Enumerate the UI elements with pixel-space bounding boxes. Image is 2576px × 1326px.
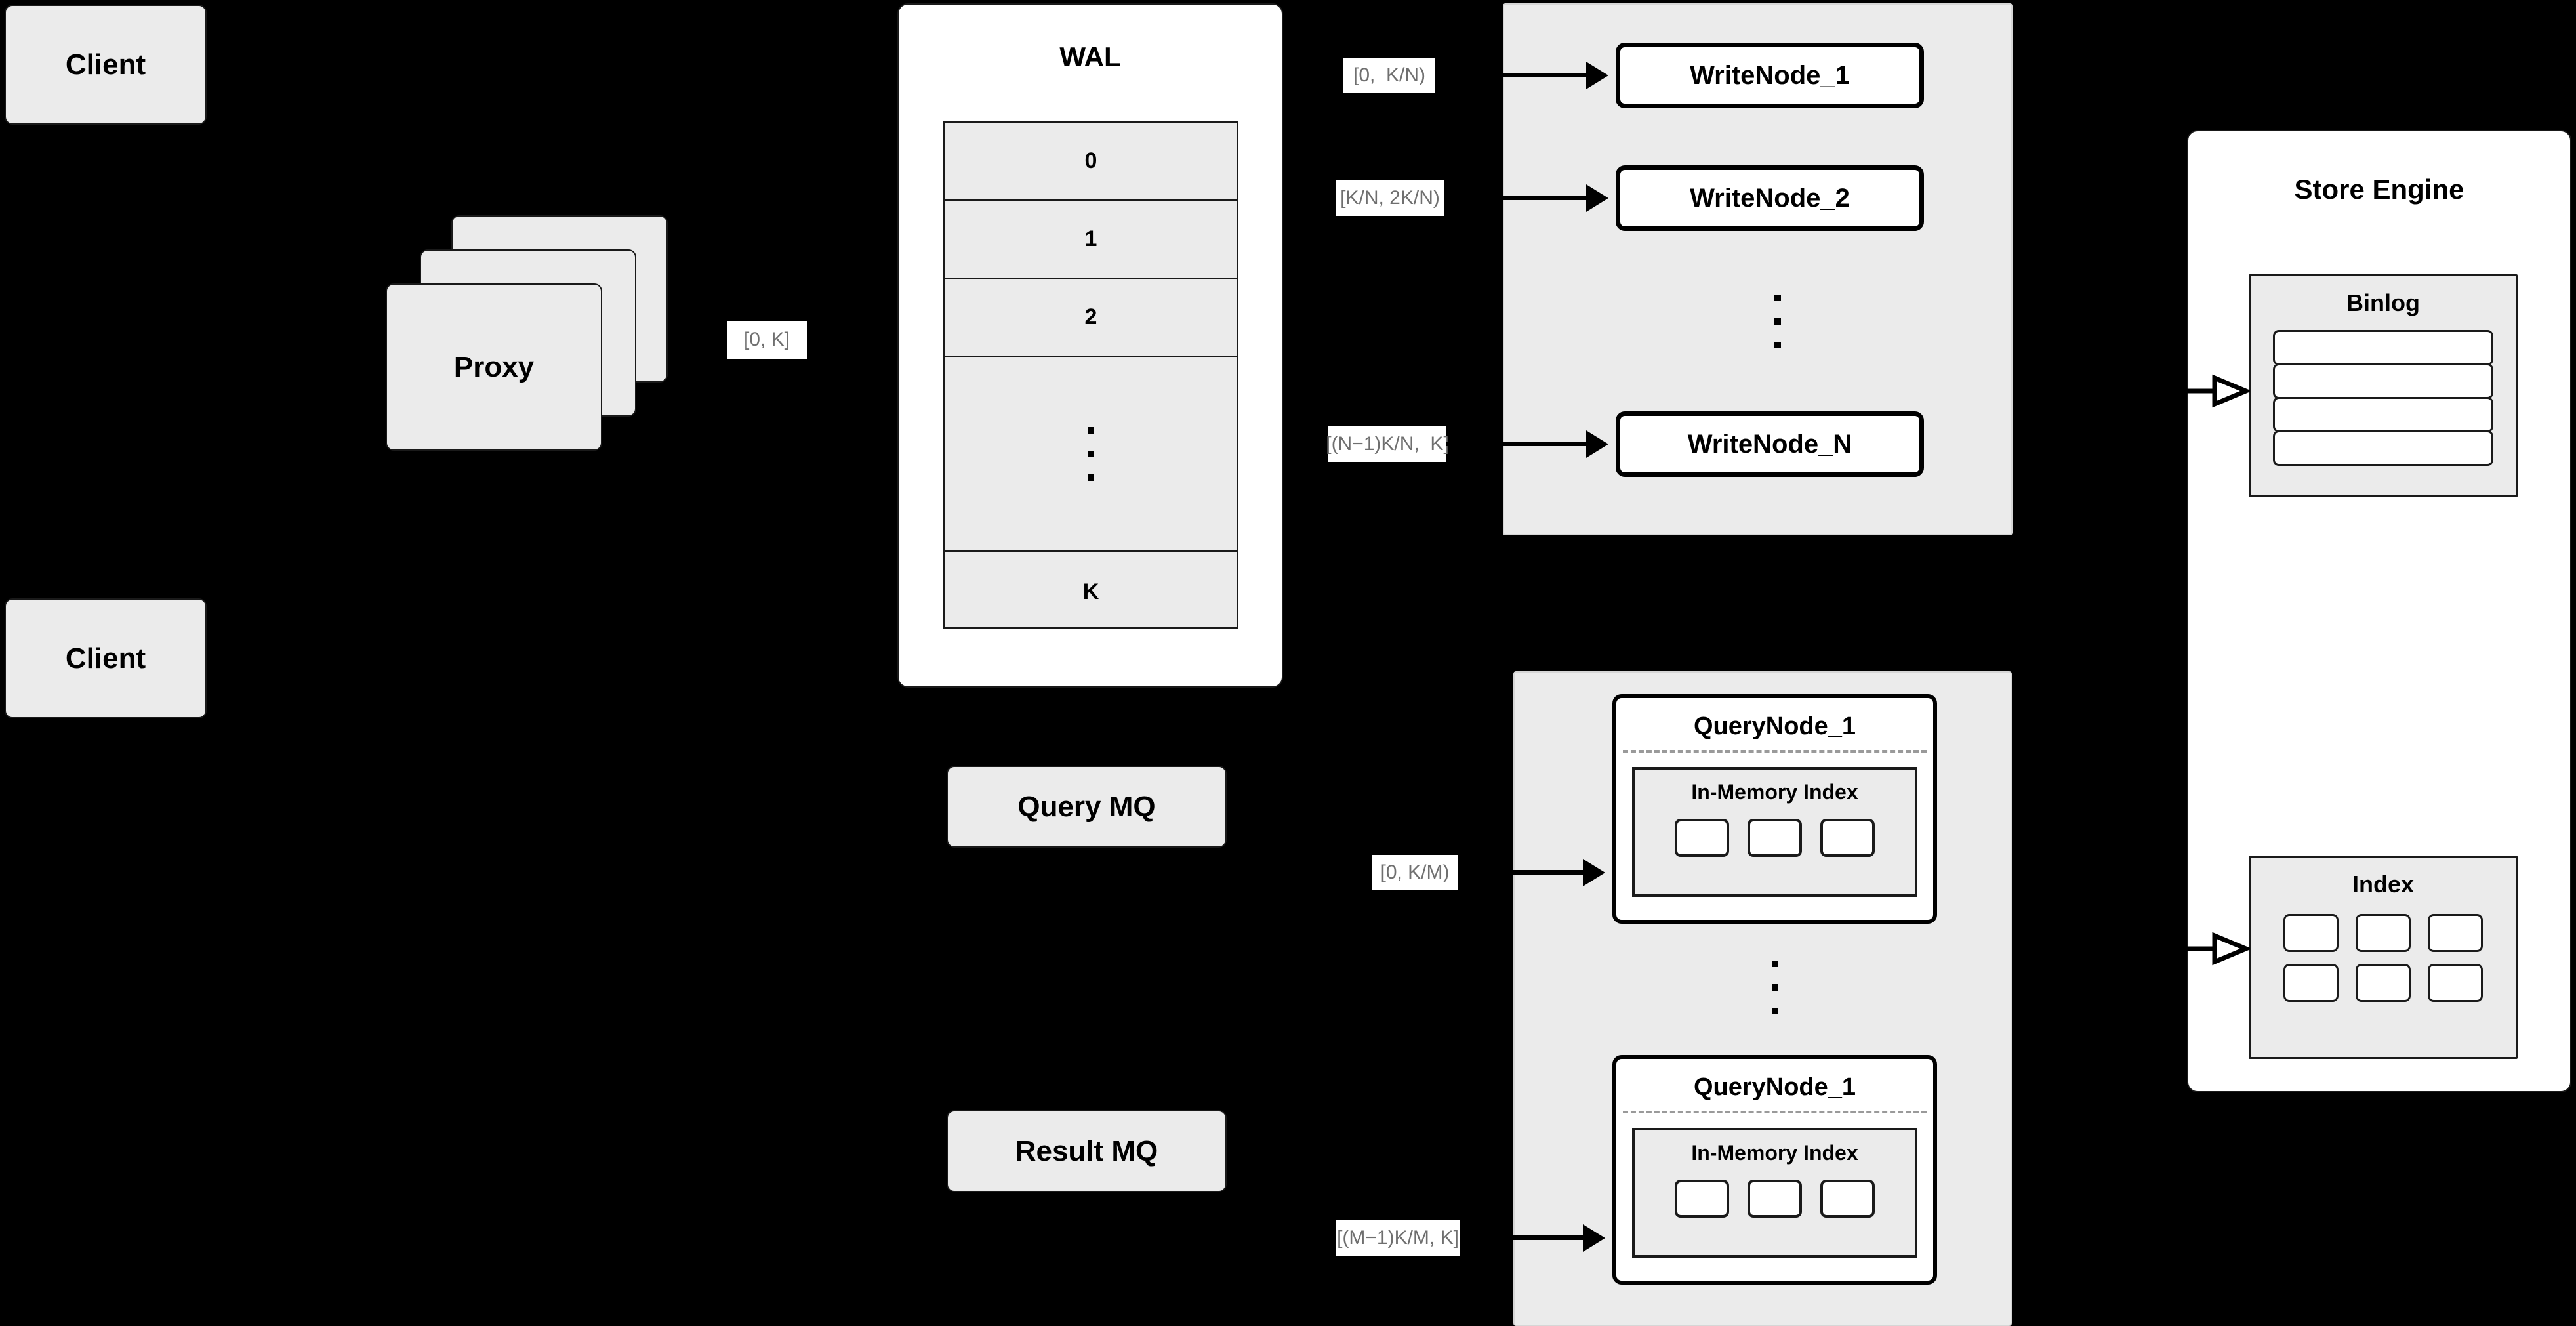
query-node-ellipsis (1768, 945, 1782, 1030)
query-node-2-range-label: [(M−1)K/M, K] (1336, 1220, 1460, 1256)
write-node-1-label: WriteNode_1 (1690, 60, 1850, 90)
write-node-1[interactable]: WriteNode_1 (1616, 43, 1924, 108)
write-node-2[interactable]: WriteNode_2 (1616, 165, 1924, 231)
write-node-n-range-label: [(N−1)K/N, K] (1326, 426, 1449, 462)
ellipsis-dot (1772, 1008, 1778, 1014)
index-box: Index (2249, 856, 2518, 1059)
result-mq-label: Result MQ (1015, 1134, 1158, 1167)
store-engine-panel: Store Engine Binlog Index (2187, 130, 2571, 1092)
query-node-2-label: QueryNode_1 (1693, 1073, 1856, 1101)
ellipsis-dot (1774, 295, 1781, 301)
index-cell (1748, 1180, 1802, 1218)
binlog-row (2273, 363, 2493, 399)
wal-row: 0 (945, 123, 1237, 201)
wal-row: K (1082, 579, 1099, 604)
index-cell (2428, 914, 2483, 952)
wal-row: 2 (945, 279, 1237, 357)
index-cell (2356, 914, 2411, 952)
arrow-head-query-node-2 (1583, 1224, 1605, 1252)
index-cell (1675, 1180, 1729, 1218)
arrow-to-query-node-1 (1458, 870, 1583, 875)
arrow-head-write-node-n (1586, 430, 1608, 458)
in-memory-index-2-title: In-Memory Index (1691, 1141, 1858, 1165)
wal-row-ellipsis (945, 357, 1237, 552)
client-box-2[interactable]: Client (5, 598, 207, 718)
arrow-head-write-node-1 (1586, 62, 1608, 89)
arrow-to-query-node-2 (1460, 1235, 1583, 1240)
index-cell (2283, 964, 2339, 1002)
in-memory-index-1: In-Memory Index (1632, 767, 1917, 897)
index-cell (2283, 914, 2339, 952)
wal-panel: WAL 0 1 2 K (897, 3, 1283, 688)
query-node-2-divider (1623, 1111, 1927, 1113)
index-cell (1820, 1180, 1875, 1218)
binlog-row (2273, 330, 2493, 365)
arrow-to-write-node-1 (1435, 73, 1586, 77)
store-engine-title: Store Engine (2294, 174, 2464, 205)
wal-title: WAL (1059, 41, 1121, 72)
ellipsis-dot (1088, 426, 1094, 434)
index-title: Index (2352, 871, 2415, 898)
write-node-n[interactable]: WriteNode_N (1616, 411, 1924, 477)
write-node-ellipsis (1771, 279, 1784, 364)
binlog-row (2273, 397, 2493, 432)
ellipsis-dot (1088, 474, 1094, 481)
index-cell (2356, 964, 2411, 1002)
write-node-2-label: WriteNode_2 (1690, 183, 1850, 213)
in-memory-index-2: In-Memory Index (1632, 1128, 1917, 1258)
arrow-to-binlog (2184, 374, 2250, 408)
proxy-box[interactable]: Proxy (386, 283, 602, 451)
wal-row: 1 (945, 201, 1237, 279)
query-node-1-label: QueryNode_1 (1693, 713, 1856, 740)
result-mq-box[interactable]: Result MQ (947, 1110, 1227, 1192)
client-label-1: Client (65, 48, 146, 81)
binlog-box: Binlog (2249, 274, 2518, 497)
ellipsis-dot (1088, 450, 1094, 457)
binlog-row (2273, 430, 2493, 466)
ellipsis-dot (1774, 318, 1781, 325)
write-node-1-range-label: [0, K/N) (1343, 58, 1435, 93)
query-node-2[interactable]: QueryNode_1 In-Memory Index (1612, 1055, 1937, 1285)
write-node-n-label: WriteNode_N (1687, 429, 1852, 459)
arrow-to-write-node-2 (1444, 196, 1586, 200)
ellipsis-dot (1774, 342, 1781, 348)
client-label-2: Client (65, 642, 146, 674)
query-node-1-range-label: [0, K/M) (1372, 855, 1458, 890)
binlog-title: Binlog (2346, 289, 2420, 316)
query-mq-label: Query MQ (1017, 790, 1156, 823)
index-cell (1820, 819, 1875, 857)
ellipsis-dot (1772, 961, 1778, 967)
in-memory-index-1-title: In-Memory Index (1691, 780, 1858, 804)
index-cell (1748, 819, 1802, 857)
index-cell (2428, 964, 2483, 1002)
query-node-1[interactable]: QueryNode_1 In-Memory Index (1612, 694, 1937, 924)
wal-table: 0 1 2 K (943, 121, 1238, 629)
query-mq-box[interactable]: Query MQ (947, 766, 1227, 848)
proxy-range-label: [0, K] (727, 321, 807, 359)
arrow-to-index (2184, 932, 2250, 966)
query-node-1-divider (1623, 750, 1927, 753)
index-cell (1675, 819, 1729, 857)
arrow-head-query-node-1 (1583, 859, 1605, 886)
arrow-head-write-node-2 (1586, 184, 1608, 212)
proxy-label: Proxy (453, 350, 535, 383)
arrow-to-write-node-n (1446, 442, 1586, 446)
write-node-2-range-label: [K/N, 2K/N) (1336, 180, 1444, 216)
ellipsis-dot (1772, 984, 1778, 991)
client-box-1[interactable]: Client (5, 5, 207, 125)
